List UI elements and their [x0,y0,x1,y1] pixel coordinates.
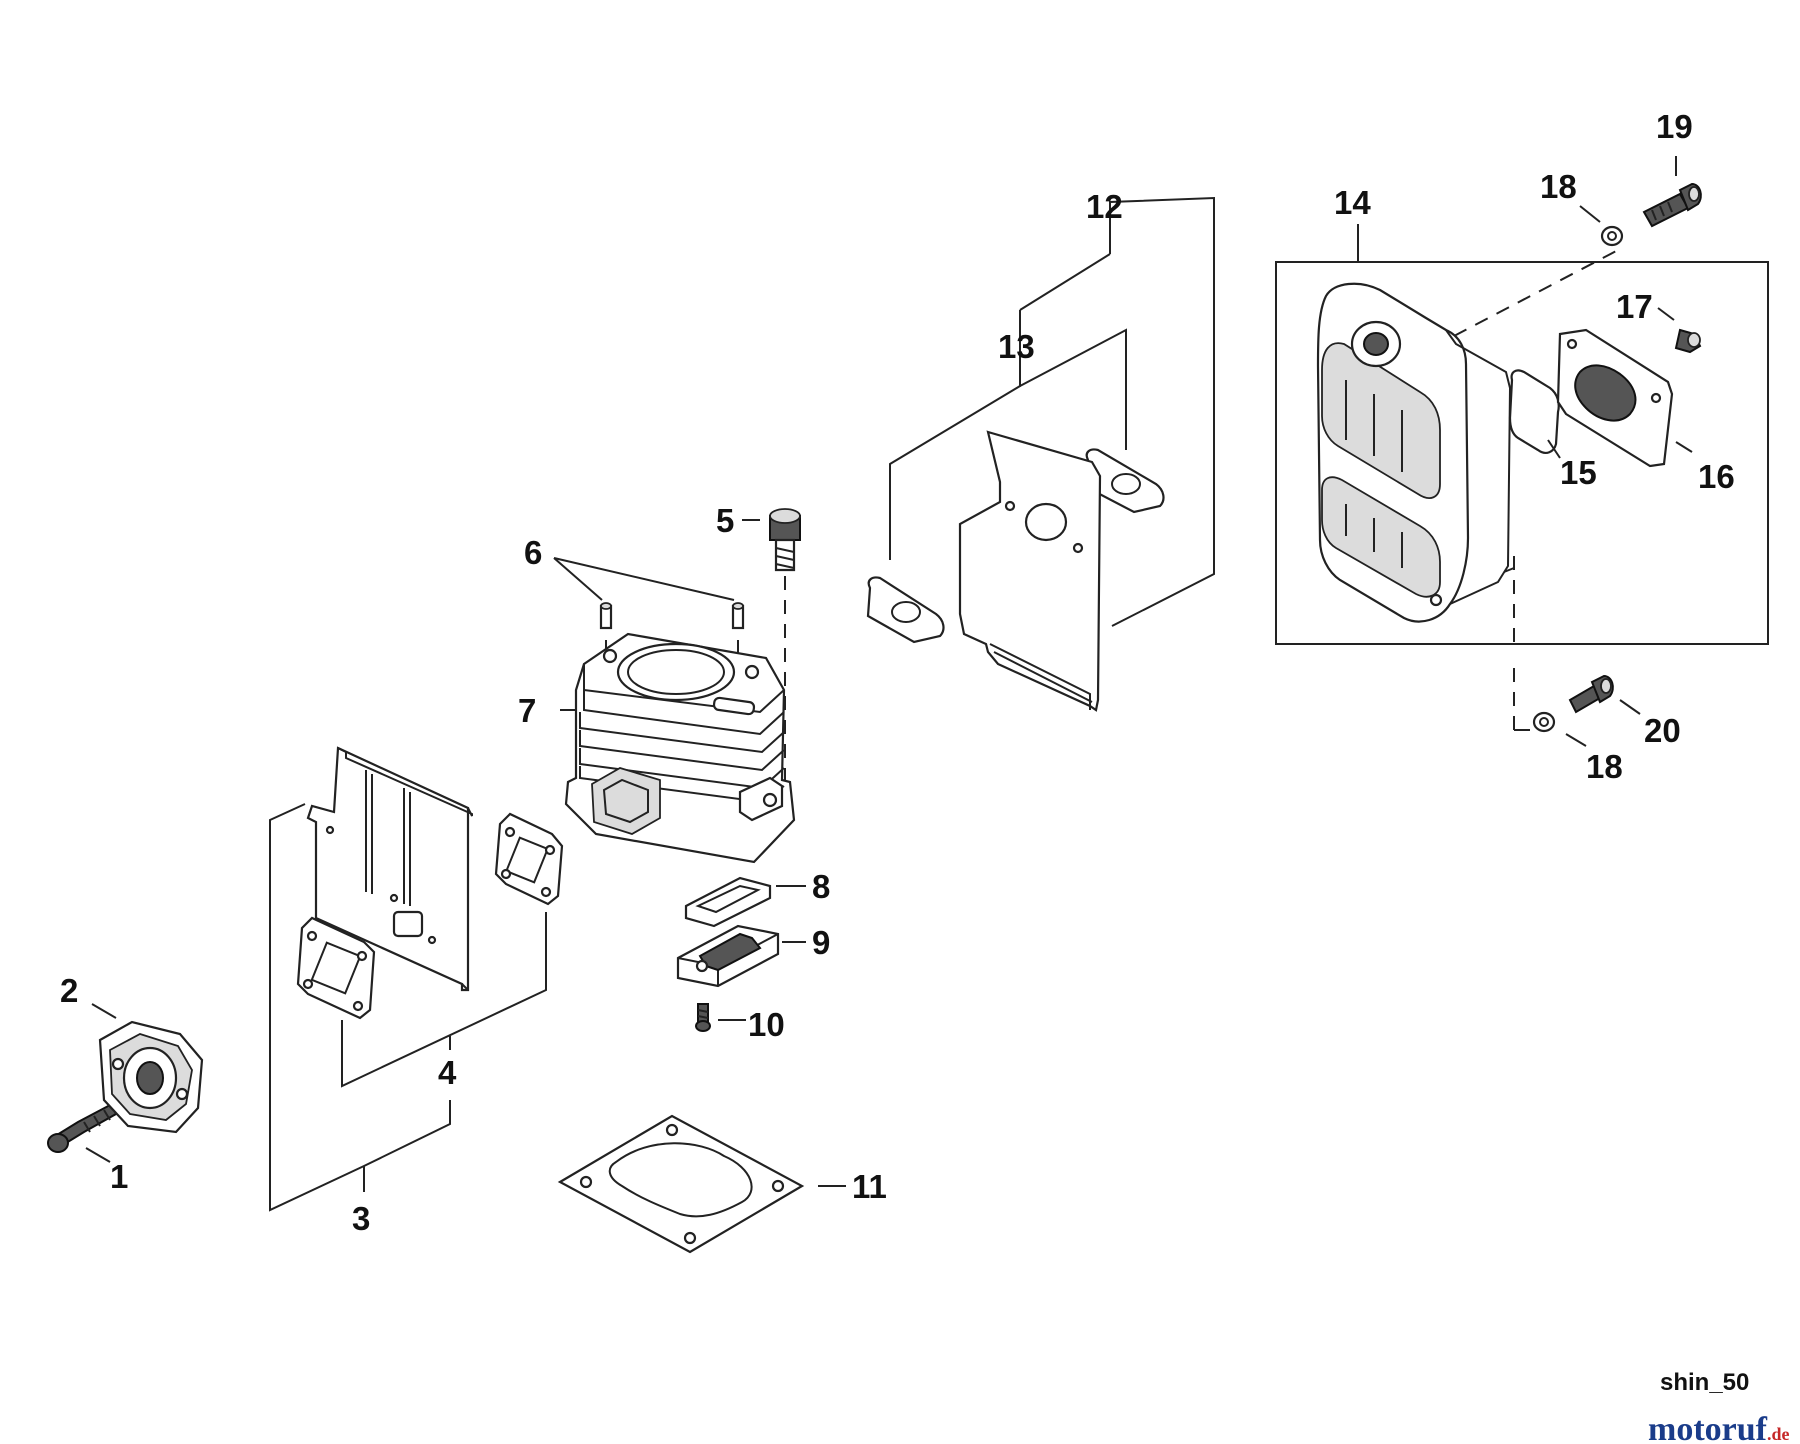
callout-12: 12 [1086,188,1123,225]
part-10-screw [695,1003,711,1032]
callout-14: 14 [1334,184,1371,221]
part-7-cylinder [564,632,796,864]
bracket-4 [341,912,547,1088]
callout-13: 13 [998,328,1035,365]
part-2-flange [98,1020,204,1134]
callout-3: 3 [352,1200,370,1237]
callout-8: 8 [812,868,830,905]
callout-10: 10 [748,1006,785,1043]
callout-18-bottom: 18 [1586,748,1623,785]
part-17-screw [1674,328,1702,354]
part-19-bolt [1642,182,1702,228]
part-16-plate [1556,328,1674,468]
part-12-heat-shield [958,430,1102,712]
part-13-gasket-right [1085,448,1165,514]
diagram-code: shin_50 [1660,1369,1749,1396]
part-18-washer-top [1600,225,1624,247]
watermark-part-1: moto [1648,1411,1722,1444]
part-20-bolt [1568,674,1614,714]
watermark-logo: motoruf.de [1648,1411,1789,1444]
bracket-12 [1109,196,1215,627]
part-9-block [676,924,780,988]
watermark-part-3: .de [1767,1424,1790,1444]
callout-4: 4 [438,1054,457,1091]
part-13-gasket-left [866,576,945,644]
callout-18-top: 18 [1540,168,1577,205]
part-1-screw [47,1102,118,1153]
frame-14 [1275,261,1769,645]
part-3-shield-plate [306,746,473,992]
callout-2: 2 [60,972,78,1009]
callout-11: 11 [852,1168,887,1205]
callout-5: 5 [716,502,734,539]
part-5-bolt [769,508,801,572]
callout-19: 19 [1656,108,1693,145]
watermark-part-2: ruf [1722,1411,1768,1444]
part-11-base-gasket [557,1114,805,1254]
part-6-pins [599,602,745,630]
callout-15: 15 [1560,454,1597,491]
part-18-washer-bottom [1532,711,1556,733]
part-14-muffler [1316,282,1512,623]
callout-7: 7 [518,692,536,729]
callout-6: 6 [524,534,542,571]
part-4-gasket-b [494,812,564,906]
callout-20: 20 [1644,712,1681,749]
part-15-gasket [1508,369,1560,454]
bracket-3 [269,803,451,1212]
part-4-gasket-a [296,916,376,1020]
callout-1: 1 [110,1158,128,1195]
callout-17: 17 [1616,288,1653,325]
part-8-gasket [684,876,772,928]
callout-16: 16 [1698,458,1735,495]
callout-9: 9 [812,924,830,961]
